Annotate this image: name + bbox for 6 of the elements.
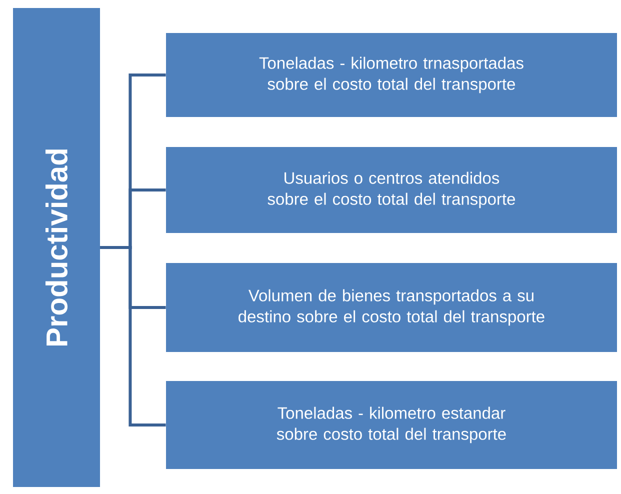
title-bar: Productividad xyxy=(13,8,100,487)
metric-box: Usuarios o centros atendidos sobre el costo total del transporte xyxy=(166,147,617,233)
bracket-connector xyxy=(100,246,166,426)
metric-box: Toneladas - kilometro estandar sobre costo total del transporte xyxy=(166,381,617,469)
metric-box: Volumen de bienes transportados a su destino sobre el costo total del transporte xyxy=(166,263,617,352)
metric-box: Toneladas - kilometro trnasportadas sobre el costo total del transporte xyxy=(166,33,617,117)
